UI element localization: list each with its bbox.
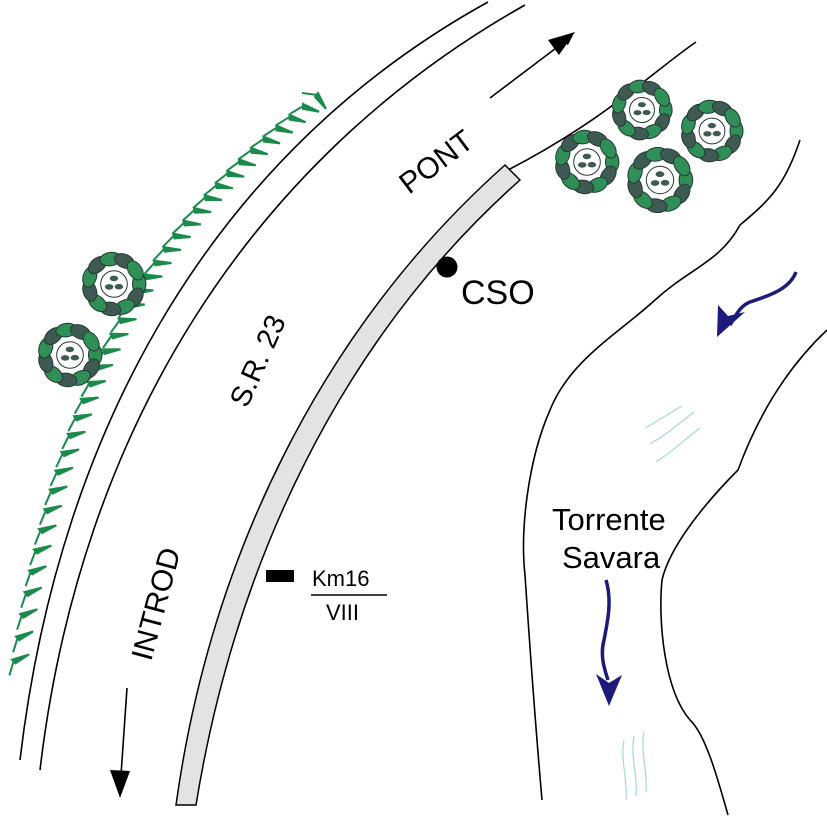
road-edge-outer-2 [39,4,526,771]
embankment-tick [49,466,74,487]
embankment-tick [12,630,34,653]
embankment-tick [172,219,202,234]
embankment-tick [20,586,43,609]
direction-arrow-introd [120,687,128,776]
water-ripple-icon [622,405,701,801]
station-point-icon [436,256,458,278]
embankment-tick [162,232,191,247]
embankment-tick [38,504,63,525]
tree-cluster-icon [82,251,147,317]
embankment-tick [215,169,245,184]
river-name-line1: Torrente [552,502,666,537]
embankment-tick [102,332,129,349]
direction-label-introd: INTROD [126,544,188,664]
embankment-tick [67,413,93,432]
embankment-tick [80,380,106,398]
km-marker-top-label: Km16 [312,566,369,591]
tree-cluster-group [38,79,744,388]
embankment-tick [33,524,57,545]
road-edge-outer-1 [19,1,489,761]
road-edges [19,1,697,771]
flow-direction-arrow-icon [596,271,798,706]
flow-arrow-lower [600,579,611,681]
tree-cluster-icon [612,79,673,141]
river-banks [522,139,827,816]
flow-arrow-upper-head [717,305,745,337]
kilometer-marker-icon [266,570,294,582]
tree-cluster-icon [681,99,744,163]
direction-arrow-introd-head [110,770,130,798]
flow-arrow-lower-head [596,674,622,706]
embankment-tick [289,102,320,115]
direction-label-pont: PONT [393,124,479,201]
embankment-tick [143,259,172,275]
tree-cluster-icon [38,322,103,388]
road-name-label: S.R. 23 [224,310,293,411]
drainage-channel [175,163,522,806]
embankment-tick [238,146,269,160]
embankment-tick [8,653,30,676]
river-bank-left [522,139,801,801]
embankment-tick [24,565,47,587]
direction-arrow-pont-head [548,32,575,55]
embankment-tick [110,317,137,334]
river-bank-right [660,329,827,816]
embankment-tick [73,396,99,415]
embankment-tick [153,245,182,261]
embankment-tick [182,206,212,221]
embankment-tick [55,448,80,468]
embankment-tick [44,485,68,506]
embankment-tick [29,544,52,566]
embankment-tick [61,430,86,450]
tree-cluster-icon [555,129,620,195]
embankment-tick [250,135,281,148]
embankment-tick [193,193,223,208]
embankment-tick [276,113,307,126]
river-name-line2: Savara [562,540,661,575]
flow-arrow-upper [728,271,798,326]
embankment-tick [204,181,234,196]
embankment-tick [16,608,38,631]
embankment-tick [301,91,327,110]
tree-cluster-icon [627,146,694,214]
embankment-tick [226,157,257,172]
embankment-tick [263,123,294,137]
km-marker-bottom-label: VIII [326,600,359,625]
station-label: CSO [461,274,535,312]
